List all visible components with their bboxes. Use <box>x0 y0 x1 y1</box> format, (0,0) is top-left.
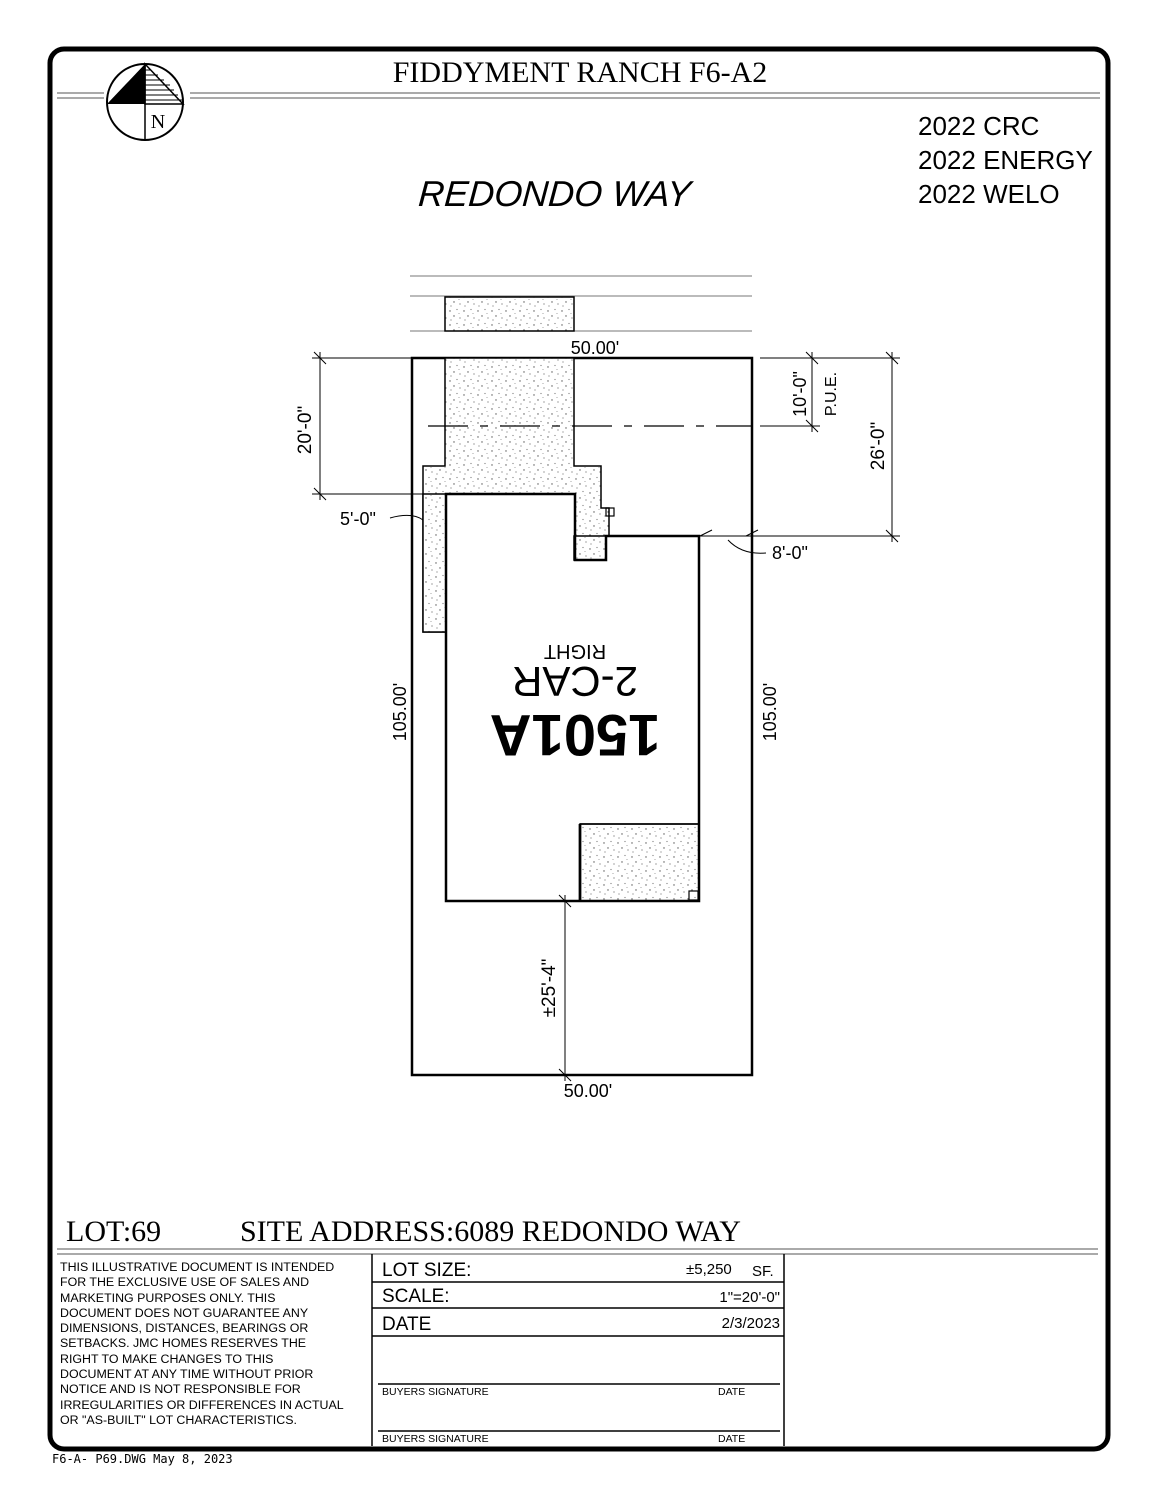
disclaimer-line: MARKETING PURPOSES ONLY. THIS <box>60 1290 276 1305</box>
disclaimer-line: THIS ILLUSTRATIVE DOCUMENT IS INTENDED <box>60 1260 335 1274</box>
north-arrow-icon <box>106 62 185 141</box>
disclaimer-line: SETBACKS. JMC HOMES RESERVES THE <box>60 1336 307 1351</box>
signature-date-label-1: DATE <box>718 1386 745 1398</box>
dim-rear-setback: ±25'-4" <box>539 959 560 1018</box>
north-label: N <box>151 111 165 133</box>
buyers-signature-label-2: BUYERS SIGNATURE <box>382 1433 489 1445</box>
dim-pue: 10'-0" <box>790 371 810 417</box>
dim-bottom-frontage: 50.00' <box>564 1081 612 1101</box>
scale-value: 1"=20'-0" <box>719 1289 780 1306</box>
plan-orientation: RIGHT <box>544 640 606 662</box>
dim-front-setback: 20'-0" <box>295 406 316 454</box>
street-name: REDONDO WAY <box>417 173 695 214</box>
disclaimer-line: OR "AS-BUILT" LOT CHARACTERISTICS. <box>60 1412 297 1427</box>
dim-rear-setback-line <box>558 894 572 1082</box>
plan-garage: 2-CAR <box>512 658 638 705</box>
lot-size-label: LOT SIZE: <box>382 1260 471 1281</box>
lot-boundary <box>410 356 754 1077</box>
dim-right-depth: 105.00' <box>760 683 780 742</box>
disclaimer-line: DOCUMENT AT ANY TIME WITHOUT PRIOR <box>60 1367 314 1382</box>
disclaimer-line: DIMENSIONS, DISTANCES, BEARINGS OR <box>60 1321 309 1336</box>
site-address: SITE ADDRESS:6089 REDONDO WAY <box>240 1215 741 1248</box>
dim-pue-line <box>760 351 820 433</box>
dim-side-setback-right: 8'-0" <box>772 543 808 563</box>
lot-size-value: ±5,250 <box>686 1261 732 1278</box>
dim-top-frontage: 50.00' <box>571 338 619 358</box>
dim-front-setback-right: 26'-0" <box>868 422 889 470</box>
lot-label: LOT:69 <box>66 1215 161 1248</box>
dim-front-setback-line <box>312 351 440 501</box>
title-rule <box>57 92 1100 99</box>
lot-size-unit: SF. <box>752 1263 774 1280</box>
info-table <box>371 1254 785 1446</box>
house-footprint <box>444 492 701 903</box>
code-welo: 2022 WELO <box>918 179 1060 209</box>
plan-number: 1501A <box>490 702 661 767</box>
dim-front-setback-right-line <box>700 351 900 543</box>
disclaimer-line: DOCUMENT DOES NOT GUARANTEE ANY <box>60 1305 309 1320</box>
patio <box>579 823 700 902</box>
title-block-rules <box>57 1248 1098 1255</box>
sheet-border <box>47 46 1111 1452</box>
disclaimer-line: IRREGULARITIES OR DIFFERENCES IN ACTUAL <box>60 1397 344 1412</box>
walkway-left <box>422 493 447 633</box>
pue-label: P.U.E. <box>823 372 840 416</box>
dim-side-setback: 5'-0" <box>340 509 376 529</box>
dim-left-depth: 105.00' <box>390 683 410 742</box>
sheet-title: FIDDYMENT RANCH F6-A2 <box>393 56 767 89</box>
code-energy: 2022 ENERGY <box>918 145 1093 175</box>
disclaimer-line: FOR THE EXCLUSIVE USE OF SALES AND <box>60 1275 310 1290</box>
disclaimer-line: NOTICE AND IS NOT RESPONSIBLE FOR <box>60 1382 301 1397</box>
disclaimer: THIS ILLUSTRATIVE DOCUMENT IS INTENDED F… <box>60 1260 365 1428</box>
date-label: DATE <box>382 1314 431 1335</box>
driveway-apron <box>444 296 575 332</box>
scale-label: SCALE: <box>382 1286 450 1307</box>
signature-date-label-2: DATE <box>718 1433 745 1445</box>
disclaimer-line: RIGHT TO MAKE CHANGES TO THIS <box>60 1351 274 1366</box>
file-stamp: F6-A- P69.DWG May 8, 2023 <box>52 1452 233 1466</box>
code-crc: 2022 CRC <box>918 111 1039 141</box>
date-value: 2/3/2023 <box>722 1315 780 1332</box>
buyers-signature-label-1: BUYERS SIGNATURE <box>382 1386 489 1398</box>
